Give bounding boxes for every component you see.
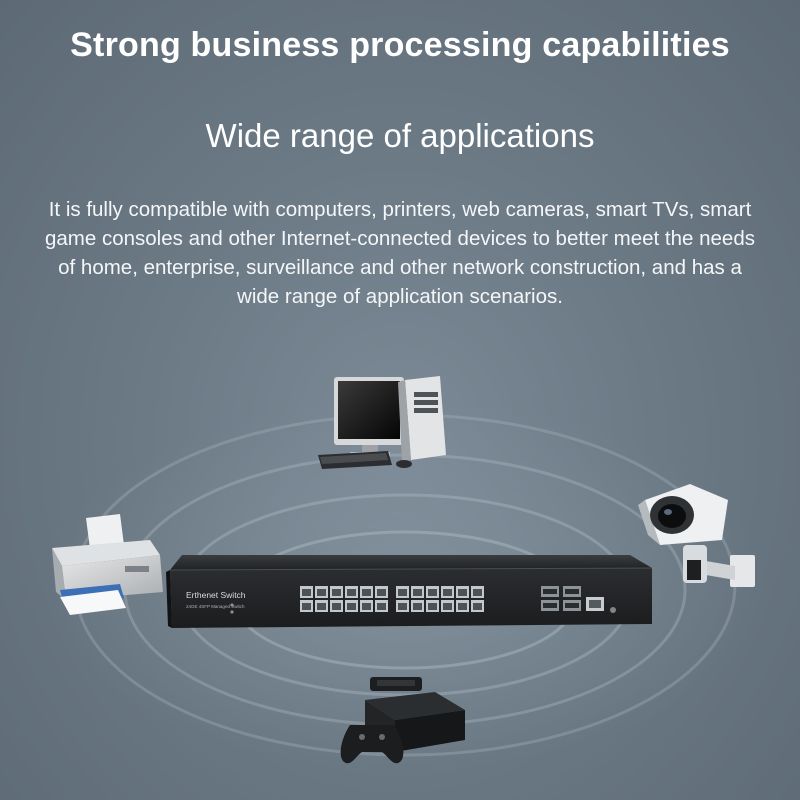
sfp-port-array (541, 586, 581, 611)
rj45-port-socket (332, 603, 341, 610)
rj45-port-socket (443, 589, 452, 596)
description-paragraph: It is fully compatible with computers, p… (45, 198, 755, 308)
rj45-port-socket (347, 603, 356, 610)
desktop-computer-icon (318, 376, 446, 469)
sfp-port-slot (565, 603, 579, 608)
rj45-port-socket (302, 589, 311, 596)
rj45-port-socket (473, 589, 482, 596)
rj45-port-array (300, 586, 484, 612)
switch-model-label: 24GE 4SFP Managed Switch (186, 604, 245, 609)
rj45-port-socket (377, 603, 386, 610)
headline: Strong business processing capabilities (70, 26, 730, 64)
game-console-icon (340, 677, 465, 764)
rj45-port-socket (398, 589, 407, 596)
rj45-port-socket (413, 603, 422, 610)
subheadline: Wide range of applications (205, 117, 595, 154)
rj45-port-socket (377, 589, 386, 596)
rj45-port-socket (362, 603, 371, 610)
security-camera-icon (638, 484, 755, 587)
rj45-port-socket (413, 589, 422, 596)
rj45-port-socket (317, 589, 326, 596)
sfp-port-slot (565, 589, 579, 594)
sfp-port-slot (543, 589, 557, 594)
rj45-port-socket (347, 589, 356, 596)
rj45-port-socket (458, 589, 467, 596)
rj45-port-socket (362, 589, 371, 596)
status-led (230, 610, 234, 614)
printer-icon (52, 514, 163, 615)
rj45-port-socket (428, 589, 437, 596)
rj45-port-socket (428, 603, 437, 610)
status-led (230, 603, 234, 607)
power-led (610, 607, 616, 613)
switch-brand-label: Erthenet Switch (186, 590, 246, 600)
rj45-port-socket (332, 589, 341, 596)
ethernet-switch: Erthenet Switch 24GE 4SFP Managed Switch (166, 555, 653, 628)
rj45-port-socket (317, 603, 326, 610)
rj45-port-socket (398, 603, 407, 610)
sfp-port-slot (543, 603, 557, 608)
rj45-port-socket (473, 603, 482, 610)
rj45-port-socket (302, 603, 311, 610)
rj45-port-socket (443, 603, 452, 610)
rj45-port-socket (458, 603, 467, 610)
